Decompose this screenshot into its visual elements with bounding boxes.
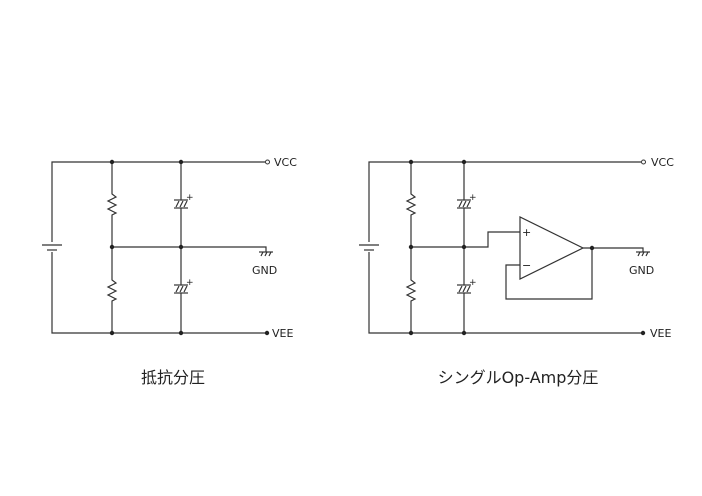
gnd-label: GND [252,264,277,277]
resistor-divider-circuit: + + VCC GND VEE 抵抗分圧 [42,156,297,387]
vcc-terminal [265,159,270,165]
resistor-icon [107,189,117,219]
battery-icon [359,244,379,251]
opamp-divider-circuit: + + + − VCC GND VEE シングルOp-Amp分圧 [359,156,674,387]
ground-icon [258,251,274,257]
vcc-label: VCC [651,156,674,169]
gnd-label: GND [629,264,654,277]
opamp-minus: − [522,259,531,272]
battery-icon [42,244,62,251]
capacitor-plus: + [469,278,477,288]
vee-label: VEE [272,327,293,340]
caption: 抵抗分圧 [141,368,205,387]
vcc-label: VCC [274,156,297,169]
vcc-terminal [641,159,646,165]
resistor-icon [406,275,416,305]
resistor-icon [406,189,416,219]
capacitor-plus: + [469,193,477,203]
capacitor-plus: + [186,193,194,203]
ground-icon [635,251,651,257]
vee-label: VEE [650,327,671,340]
opamp-plus: + [522,226,531,239]
resistor-icon [107,275,117,305]
caption: シングルOp-Amp分圧 [438,368,599,387]
capacitor-plus: + [186,278,194,288]
opamp-icon [519,216,585,280]
